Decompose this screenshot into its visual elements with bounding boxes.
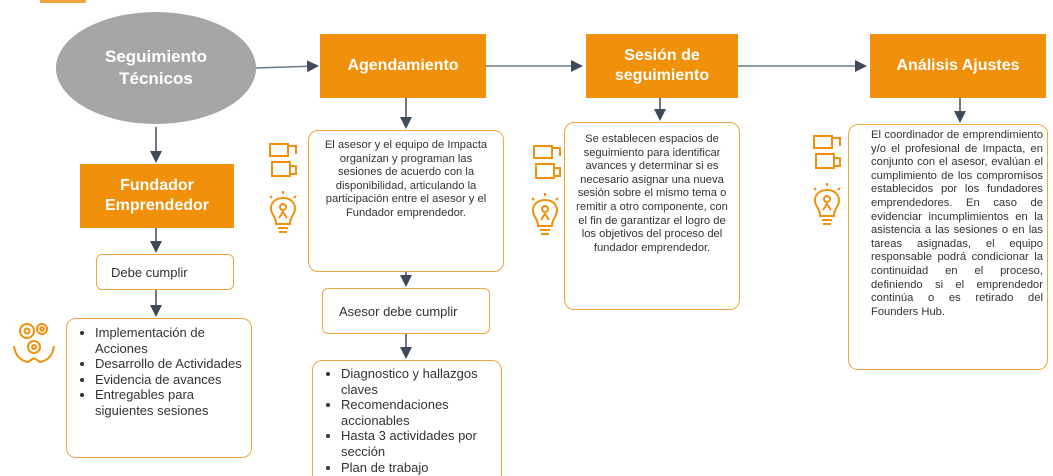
panel-text: El coordinador de emprendimiento y/o el …: [871, 129, 1043, 318]
gears-hands-icon: [13, 323, 55, 364]
arrow-oval-to-agendamiento: [255, 60, 319, 73]
box-debe-cumplir: Debe cumplir: [96, 254, 234, 290]
list-item: Diagnostico y hallazgos claves: [341, 366, 495, 397]
box-label: Asesor debe cumplir: [339, 303, 458, 319]
panel-text: Se establecen espacios de seguimiento pa…: [576, 133, 728, 254]
node-fundador-emprendedor: Fundador Emprendedor: [80, 164, 234, 228]
panel-sesion-desc: Se establecen espacios de seguimiento pa…: [564, 122, 740, 310]
box-label: Debe cumplir: [111, 264, 188, 280]
list-item: Implementación de Acciones: [95, 325, 245, 356]
list-item: Plan de trabajo: [341, 460, 495, 476]
panel-text: El asesor y el equipo de Impacta organiz…: [324, 139, 488, 219]
handshake-icon: [533, 145, 561, 179]
node-agendamiento: Agendamiento: [320, 34, 486, 98]
node-label: Análisis Ajustes: [896, 57, 1020, 74]
node-label: Agendamiento: [347, 57, 459, 74]
node-seguimiento-tecnicos: Seguimiento Técnicos: [56, 12, 256, 124]
handshake-icon: [813, 135, 841, 169]
handshake-icon: [269, 143, 297, 177]
list-item: Hasta 3 actividades por sección: [341, 428, 495, 459]
panel-analisis-desc: El coordinador de emprendimiento y/o el …: [848, 124, 1048, 370]
list-item: Desarrollo de Actividades: [95, 356, 245, 372]
box-asesor-debe-cumplir: Asesor debe cumplir: [322, 288, 490, 334]
lightbulb-person-icon: [269, 191, 297, 233]
node-sesion-seguimiento: Sesión de seguimiento: [586, 34, 738, 98]
list-asesor-requirements: Diagnostico y hallazgos clavesRecomendac…: [312, 360, 502, 476]
node-label: Seguimiento Técnicos: [104, 47, 207, 88]
top-accent-line: [40, 0, 86, 3]
list-item: Recomendaciones accionables: [341, 397, 495, 428]
list-item: Entregables para siguientes sesiones: [95, 387, 245, 418]
lightbulb-person-icon: [531, 193, 559, 235]
node-label: Sesión de seguimiento: [614, 47, 710, 84]
node-analisis-ajustes: Análisis Ajustes: [870, 34, 1046, 98]
list-item: Evidencia de avances: [95, 372, 245, 388]
panel-agendamiento-desc: El asesor y el equipo de Impacta organiz…: [308, 130, 504, 272]
node-label: Fundador Emprendedor: [104, 177, 209, 214]
lightbulb-person-icon: [813, 183, 841, 225]
list-fundador-requirements: Implementación de AccionesDesarrollo de …: [66, 318, 252, 458]
